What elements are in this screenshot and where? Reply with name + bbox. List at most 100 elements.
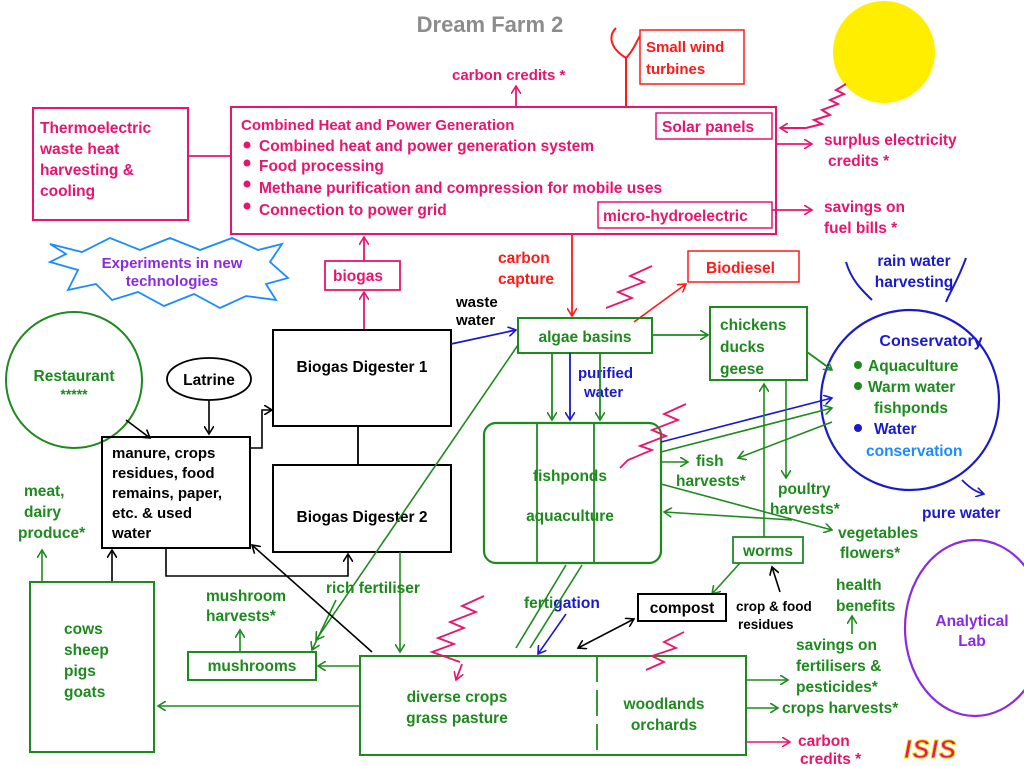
arrow-manure-to-digester-2	[165, 548, 348, 577]
experiments-burst	[47, 237, 290, 310]
manure-line-4: etc. & used	[112, 505, 192, 522]
fish-harvests-line-1: fish	[696, 453, 724, 470]
arrow-fertiliser-to-mushrooms	[312, 599, 337, 650]
rich-fertiliser-label: rich fertiliser	[326, 580, 420, 597]
surplus-line-1: surplus electricity	[824, 132, 957, 149]
carbon-credits-bottom-line-2: credits *	[800, 751, 862, 766]
manure-line-2: residues, food	[112, 465, 215, 482]
manure-line-5: water	[111, 525, 151, 542]
manure-line-1: manure, crops	[112, 445, 215, 462]
meat-line-2: dairy	[24, 504, 61, 521]
experiments-line-1: Experiments in new	[102, 255, 243, 272]
arrow-conservatory-to-fish-harvests	[738, 421, 833, 458]
latrine-label: Latrine	[183, 372, 235, 389]
woodlands-line-1: woodlands	[623, 696, 705, 713]
biogas-label: biogas	[333, 268, 383, 285]
rainwater-line-2: harvesting	[875, 274, 953, 291]
biodiesel-label: Biodiesel	[706, 260, 775, 277]
rainwater-line-1: rain water	[877, 253, 950, 270]
woodlands-line-2: orchards	[631, 717, 697, 734]
digester-1-box	[272, 329, 452, 427]
waste-water-line-1: waste	[455, 294, 498, 311]
algae-basins-label: algae basins	[538, 329, 631, 346]
chp-title: Combined Heat and Power Generation	[241, 117, 514, 134]
conservatory-circle	[819, 308, 1001, 492]
mushroom-harvests-line-1: mushroom	[206, 588, 286, 605]
chp-item-2: Food processing	[259, 158, 384, 175]
solar-panels-label: Solar panels	[662, 119, 754, 136]
crops-box	[359, 655, 747, 756]
crops-line-2: grass pasture	[406, 710, 508, 727]
fishponds-box	[482, 421, 663, 565]
analytical-lab-circle	[903, 538, 1024, 718]
solar-panels-box	[655, 112, 773, 140]
micro-hydro-label: micro-hydroelectric	[603, 208, 748, 225]
chp-bullet-1	[243, 141, 251, 149]
pure-water-label: pure water	[922, 505, 1000, 522]
arrow-worms-to-compost	[712, 562, 741, 594]
arrow-worms-to-fishponds	[664, 512, 793, 521]
arrow-compost-crops	[578, 619, 634, 648]
conservatory-bullet-3	[854, 424, 862, 432]
thermoelectric-box	[32, 107, 189, 221]
vegetables-line-2: flowers*	[840, 545, 901, 562]
restaurant-circle	[5, 311, 143, 449]
poultry-harvests-line-2: harvests*	[770, 501, 841, 518]
residues-line-1: crop & food	[736, 599, 812, 614]
conservatory-item-3: fishponds	[874, 400, 948, 417]
poultry-line-3: geese	[720, 361, 764, 378]
health-line-2: benefits	[836, 598, 895, 615]
thermoelectric-line-2: waste heat	[39, 141, 119, 158]
fishponds-line-1: fishponds	[533, 468, 607, 485]
arrow-poultry-to-conservatory	[806, 351, 832, 370]
sun-icon	[833, 1, 935, 103]
carbon-credits-top: carbon credits *	[452, 67, 566, 84]
biodiesel-box	[687, 250, 800, 283]
fishponds-line-2: aquaculture	[526, 508, 614, 525]
fertigation-part-2: gation	[553, 595, 600, 612]
arrow-fishponds-to-conservatory-green	[660, 408, 832, 453]
health-line-1: health	[836, 577, 882, 594]
digester-2-box	[272, 464, 452, 553]
wind-turbine-icon	[610, 27, 641, 107]
meat-line-3: produce*	[18, 525, 86, 542]
manure-box	[101, 436, 251, 549]
chp-item-1: Combined heat and power generation syste…	[259, 138, 594, 155]
experiments-line-2: technologies	[126, 273, 219, 290]
wind-turbines-line-2: turbines	[646, 61, 705, 78]
chp-bullet-3	[243, 180, 251, 188]
thermoelectric-line-1: Thermoelectric	[40, 120, 152, 137]
waste-water-line-2: water	[455, 312, 495, 329]
sun-ray-zigzag-woodlands	[645, 631, 685, 671]
conservatory-item-4: Water	[874, 421, 917, 438]
chp-item-4: Connection to power grid	[259, 202, 447, 219]
purified-line-2: water	[583, 384, 623, 401]
arrow-fishponds-to-crops-blue	[538, 613, 567, 654]
mushroom-harvests-line-2: harvests*	[206, 608, 277, 625]
arrow-fishponds-to-crops-green-2	[529, 564, 583, 649]
poultry-line-1: chickens	[720, 317, 786, 334]
sun-ray-zigzag-fishponds	[619, 403, 687, 469]
arrow-fishponds-to-vegetables	[660, 483, 832, 530]
mushrooms-box	[187, 651, 317, 681]
chp-item-3: Methane purification and compression for…	[259, 180, 662, 197]
carbon-capture-line-2: capture	[498, 271, 554, 288]
purified-line-1: purified	[578, 365, 633, 382]
sun-ray-zigzag-algae	[605, 265, 653, 309]
poultry-line-2: ducks	[720, 339, 765, 356]
analytical-line-2: Lab	[958, 633, 986, 650]
digester-1-label: Biogas Digester 1	[297, 359, 428, 376]
restaurant-line-1: Restaurant	[34, 368, 115, 385]
livestock-box	[29, 581, 155, 753]
fish-harvests-line-2: harvests*	[676, 473, 747, 490]
page-title: Dream Farm 2	[417, 12, 564, 37]
arrow-algae-to-biodiesel	[633, 284, 686, 323]
carbon-credits-bottom-line-1: carbon	[798, 733, 850, 750]
livestock-line-3: pigs	[64, 663, 96, 680]
poultry-box	[709, 306, 808, 381]
savings-fert-line-1: savings on	[796, 637, 877, 654]
restaurant-line-2: *****	[60, 386, 88, 402]
rainwater-funnel	[845, 257, 967, 303]
residues-line-2: residues	[738, 617, 794, 632]
